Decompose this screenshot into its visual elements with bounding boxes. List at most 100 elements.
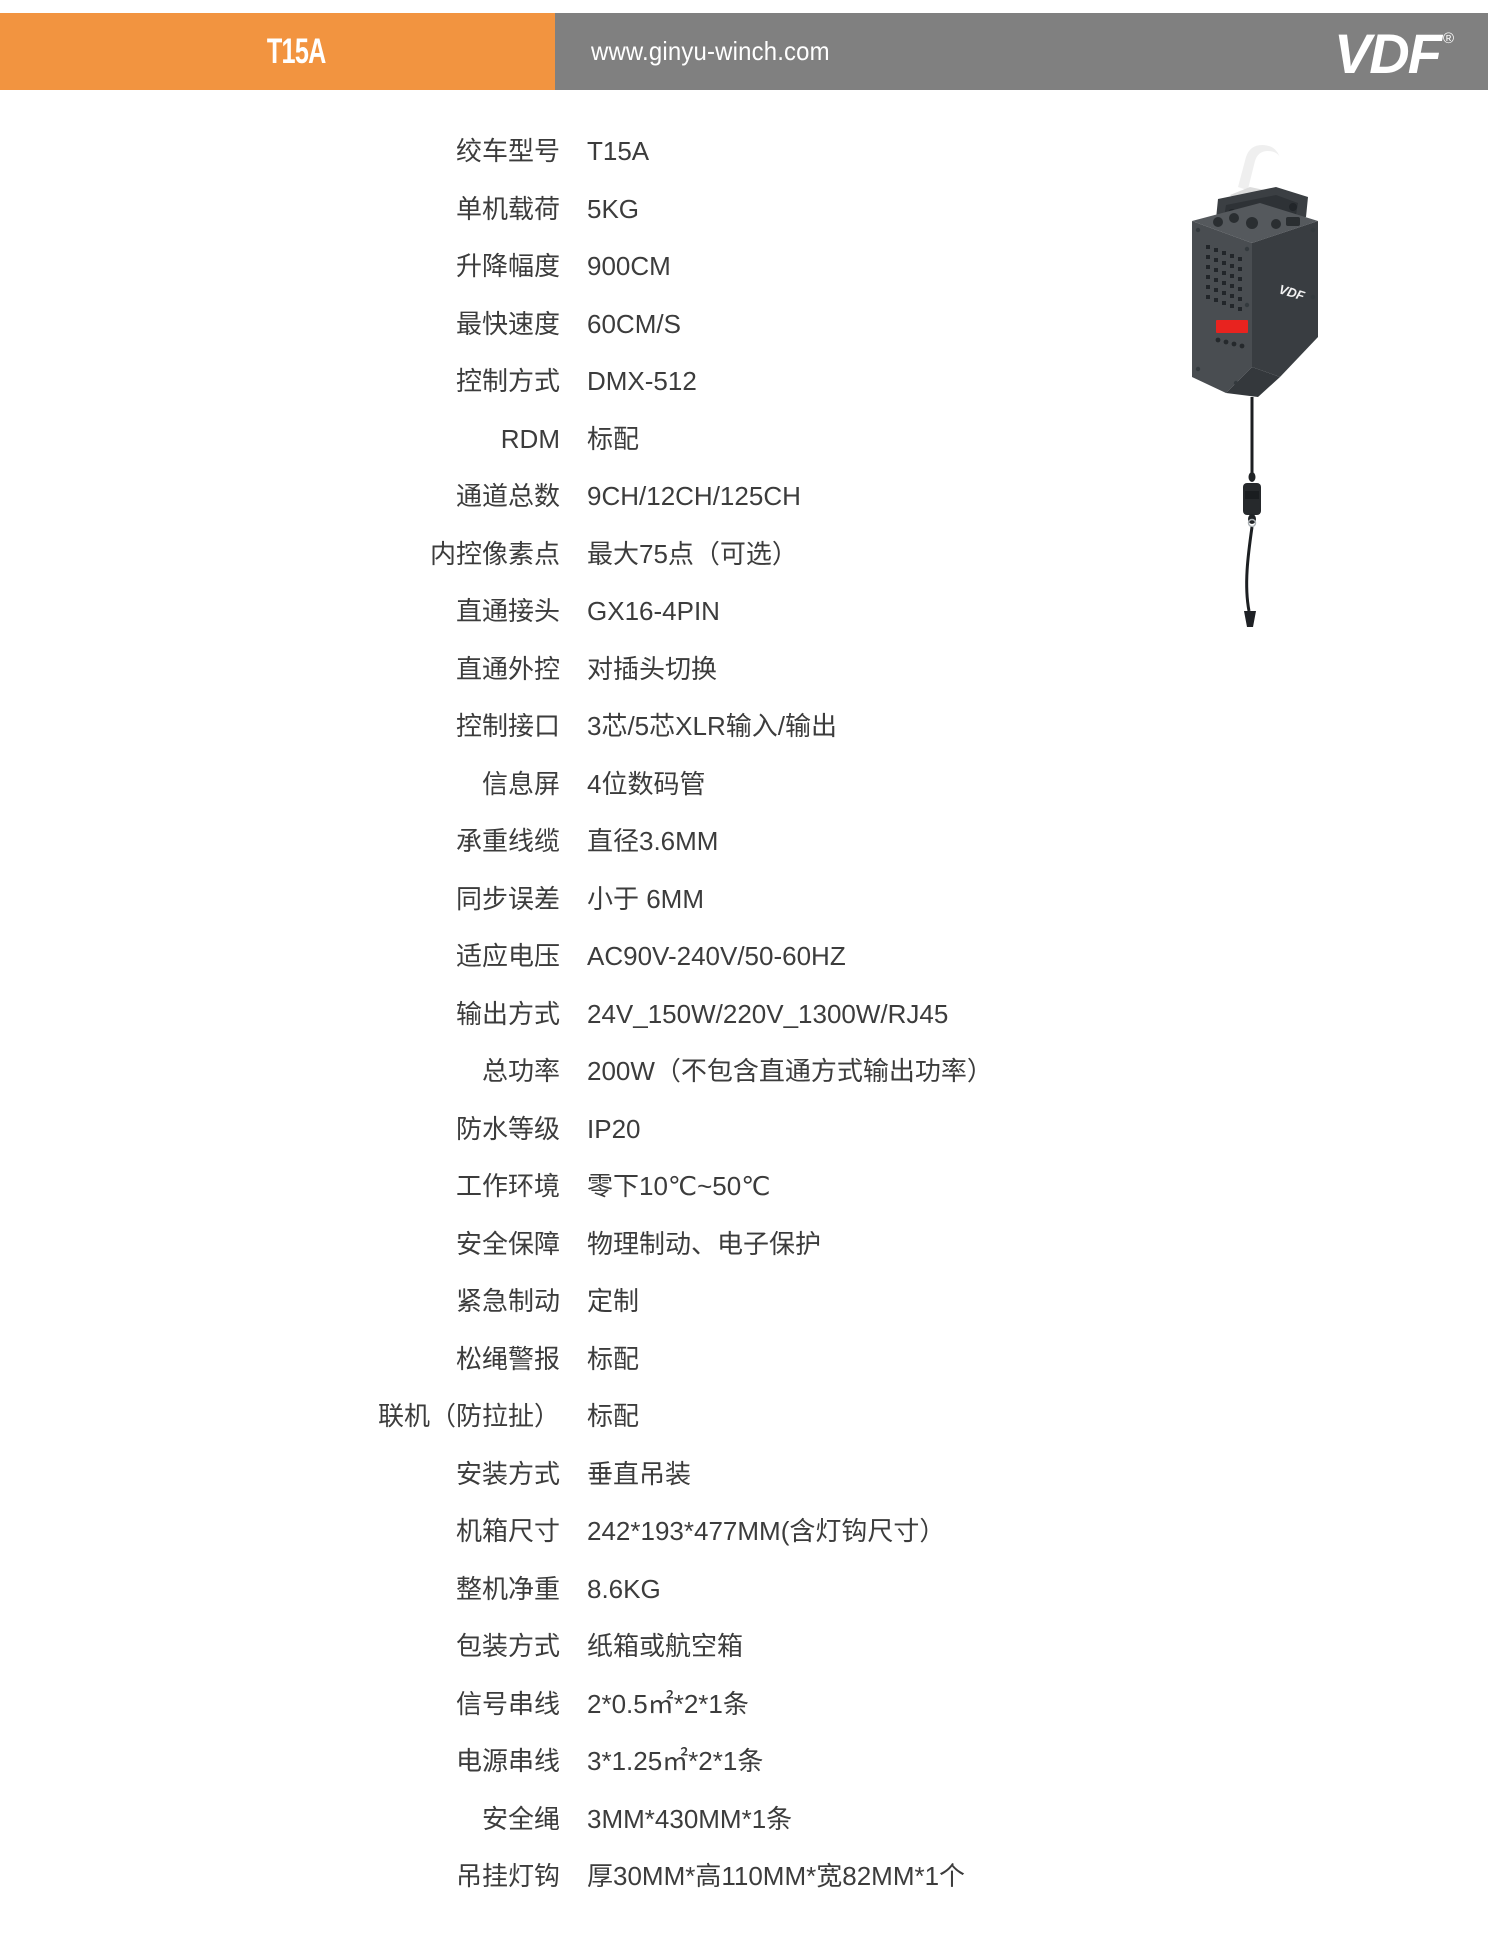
digital-display xyxy=(1216,320,1248,333)
hanging-cable xyxy=(1243,397,1261,627)
spec-row: 联机（防拉扯） 标配 xyxy=(0,1396,1200,1454)
spec-label: 直通接头 xyxy=(455,596,560,626)
product-image: VDF xyxy=(1130,125,1430,645)
spec-label: 联机（防拉扯） xyxy=(377,1401,560,1431)
spec-row: 整机净重 8.6KG xyxy=(0,1569,1200,1627)
brand-name-text: VDF xyxy=(1333,21,1442,85)
spec-label: 吊挂灯钩 xyxy=(455,1861,560,1891)
spec-value: 纸箱或航空箱 xyxy=(587,1631,744,1661)
spec-row: 工作环境零下10℃~50℃ xyxy=(0,1166,1200,1224)
header-url-banner: www.ginyu-winch.com VDF ® xyxy=(555,13,1488,90)
spec-row: 吊挂灯钩厚30MM*高110MM*宽82MM*1个 xyxy=(0,1856,1200,1914)
ventilation-holes xyxy=(1206,245,1242,311)
spec-row: 紧急制动定制 xyxy=(0,1281,1200,1339)
header-website-url[interactable]: www.ginyu-winch.com xyxy=(591,36,830,66)
spec-row: 升降幅度 900CM xyxy=(0,246,1200,304)
spec-row: 通道总数 9CH/12CH/125CH xyxy=(0,476,1200,534)
spec-label: 信号串线 xyxy=(455,1688,560,1719)
spec-label: 防水等级 xyxy=(455,1113,560,1144)
spec-label: 松绳警报 xyxy=(455,1343,560,1374)
registered-trademark-icon: ® xyxy=(1442,29,1454,47)
header-model-banner: T15A xyxy=(0,13,555,90)
cable-end-plug xyxy=(1244,611,1256,627)
spec-value: AC90V-240V/50-60HZ xyxy=(587,941,846,971)
spec-label: 工作环境 xyxy=(455,1171,560,1201)
spec-value: 厚30MM*高110MM*宽82MM*1个 xyxy=(587,1861,966,1891)
spec-label: 单机载荷 xyxy=(455,193,560,224)
winch-body: VDF xyxy=(1192,203,1318,397)
spec-row: 单机载荷 5KG xyxy=(0,189,1200,247)
spec-value: 242*193*477MM(含灯钩尺寸） xyxy=(587,1516,946,1546)
spec-value: 对插头切换 xyxy=(587,653,718,684)
spec-label: 输出方式 xyxy=(455,998,560,1029)
spec-value: 直径3.6MM xyxy=(587,826,719,856)
spec-row: 包装方式纸箱或航空箱 xyxy=(0,1626,1200,1684)
spec-label: 同步误差 xyxy=(455,883,560,914)
spec-row: 直通接头 GX16-4PIN xyxy=(0,591,1200,649)
spec-row: 安全保障物理制动、电子保护 xyxy=(0,1224,1200,1282)
page-header: T15A www.ginyu-winch.com VDF ® xyxy=(0,13,1488,90)
spec-label: 安全绳 xyxy=(481,1803,560,1834)
spec-label: 最快速度 xyxy=(455,308,560,339)
spec-value: 3MM*430MM*1条 xyxy=(587,1803,793,1834)
spec-value: 4位数码管 xyxy=(587,768,706,799)
spec-row: 电源串线 3*1.25㎡*2*1条 xyxy=(0,1741,1200,1799)
spec-row: 信息屏 4位数码管 xyxy=(0,764,1200,822)
spec-label: 整机净重 xyxy=(455,1573,560,1604)
spec-row: 直通外控对插头切换 xyxy=(0,649,1200,707)
spec-row: 同步误差小于 6MM xyxy=(0,879,1200,937)
spec-row: 防水等级 IP20 xyxy=(0,1109,1200,1167)
spec-value: 900CM xyxy=(587,251,671,281)
spec-value: 小于 6MM xyxy=(587,883,705,914)
spec-value: 9CH/12CH/125CH xyxy=(587,481,801,511)
spec-row: 内控像素点最大75点（可选） xyxy=(0,534,1200,592)
spec-value: 60CM/S xyxy=(587,308,681,339)
spec-row: 最快速度 60CM/S xyxy=(0,304,1200,362)
spec-value: 3芯/5芯XLR输入/输出 xyxy=(587,711,837,741)
spec-label: 内控像素点 xyxy=(429,538,560,569)
spec-value: 标配 xyxy=(587,423,640,454)
spec-value: T15A xyxy=(587,136,650,166)
spec-row: RDM 标配 xyxy=(0,419,1200,477)
header-model-label: T15A xyxy=(267,31,326,71)
spec-value: 24V_150W/220V_1300W/RJ45 xyxy=(587,998,949,1029)
spec-row: 信号串线 2*0.5㎡*2*1条 xyxy=(0,1684,1200,1742)
spec-row: 输出方式 24V_150W/220V_1300W/RJ45 xyxy=(0,994,1200,1052)
spec-value: 标配 xyxy=(587,1401,640,1431)
spec-label: 安装方式 xyxy=(455,1458,560,1489)
spec-value: GX16-4PIN xyxy=(587,596,720,626)
spec-label: 直通外控 xyxy=(455,653,560,684)
spec-label: RDM xyxy=(500,423,560,454)
spec-label: 承重线缆 xyxy=(455,826,560,856)
spec-label: 包装方式 xyxy=(455,1631,560,1661)
spec-value: 200W（不包含直通方式输出功率） xyxy=(587,1056,993,1086)
spec-value: 物理制动、电子保护 xyxy=(587,1228,822,1259)
spec-label: 紧急制动 xyxy=(455,1286,560,1316)
spec-label: 升降幅度 xyxy=(455,251,560,281)
vdf-brand-logo: VDF ® xyxy=(1333,21,1454,85)
spec-value: 最大75点（可选） xyxy=(587,538,798,569)
control-buttons xyxy=(1215,337,1245,349)
spec-value: 8.6KG xyxy=(587,1573,661,1604)
spec-label: 控制接口 xyxy=(455,711,560,741)
spec-row: 总功率 200W（不包含直通方式输出功率） xyxy=(0,1051,1200,1109)
spec-value: 5KG xyxy=(587,193,640,224)
spec-value: DMX-512 xyxy=(587,366,697,396)
spec-row: 控制接口 3芯/5芯XLR输入/输出 xyxy=(0,706,1200,764)
spec-label: 通道总数 xyxy=(455,481,560,511)
spec-row: 安全绳 3MM*430MM*1条 xyxy=(0,1799,1200,1857)
spec-label: 安全保障 xyxy=(455,1228,560,1259)
spec-value: 2*0.5㎡*2*1条 xyxy=(587,1688,749,1719)
spec-label: 信息屏 xyxy=(481,768,560,799)
spec-label: 电源串线 xyxy=(455,1746,560,1776)
spec-value: 定制 xyxy=(587,1286,640,1316)
spec-value: IP20 xyxy=(587,1113,641,1144)
spec-label: 总功率 xyxy=(481,1056,560,1086)
spec-value: 3*1.25㎡*2*1条 xyxy=(587,1746,764,1776)
spec-row: 安装方式垂直吊装 xyxy=(0,1454,1200,1512)
